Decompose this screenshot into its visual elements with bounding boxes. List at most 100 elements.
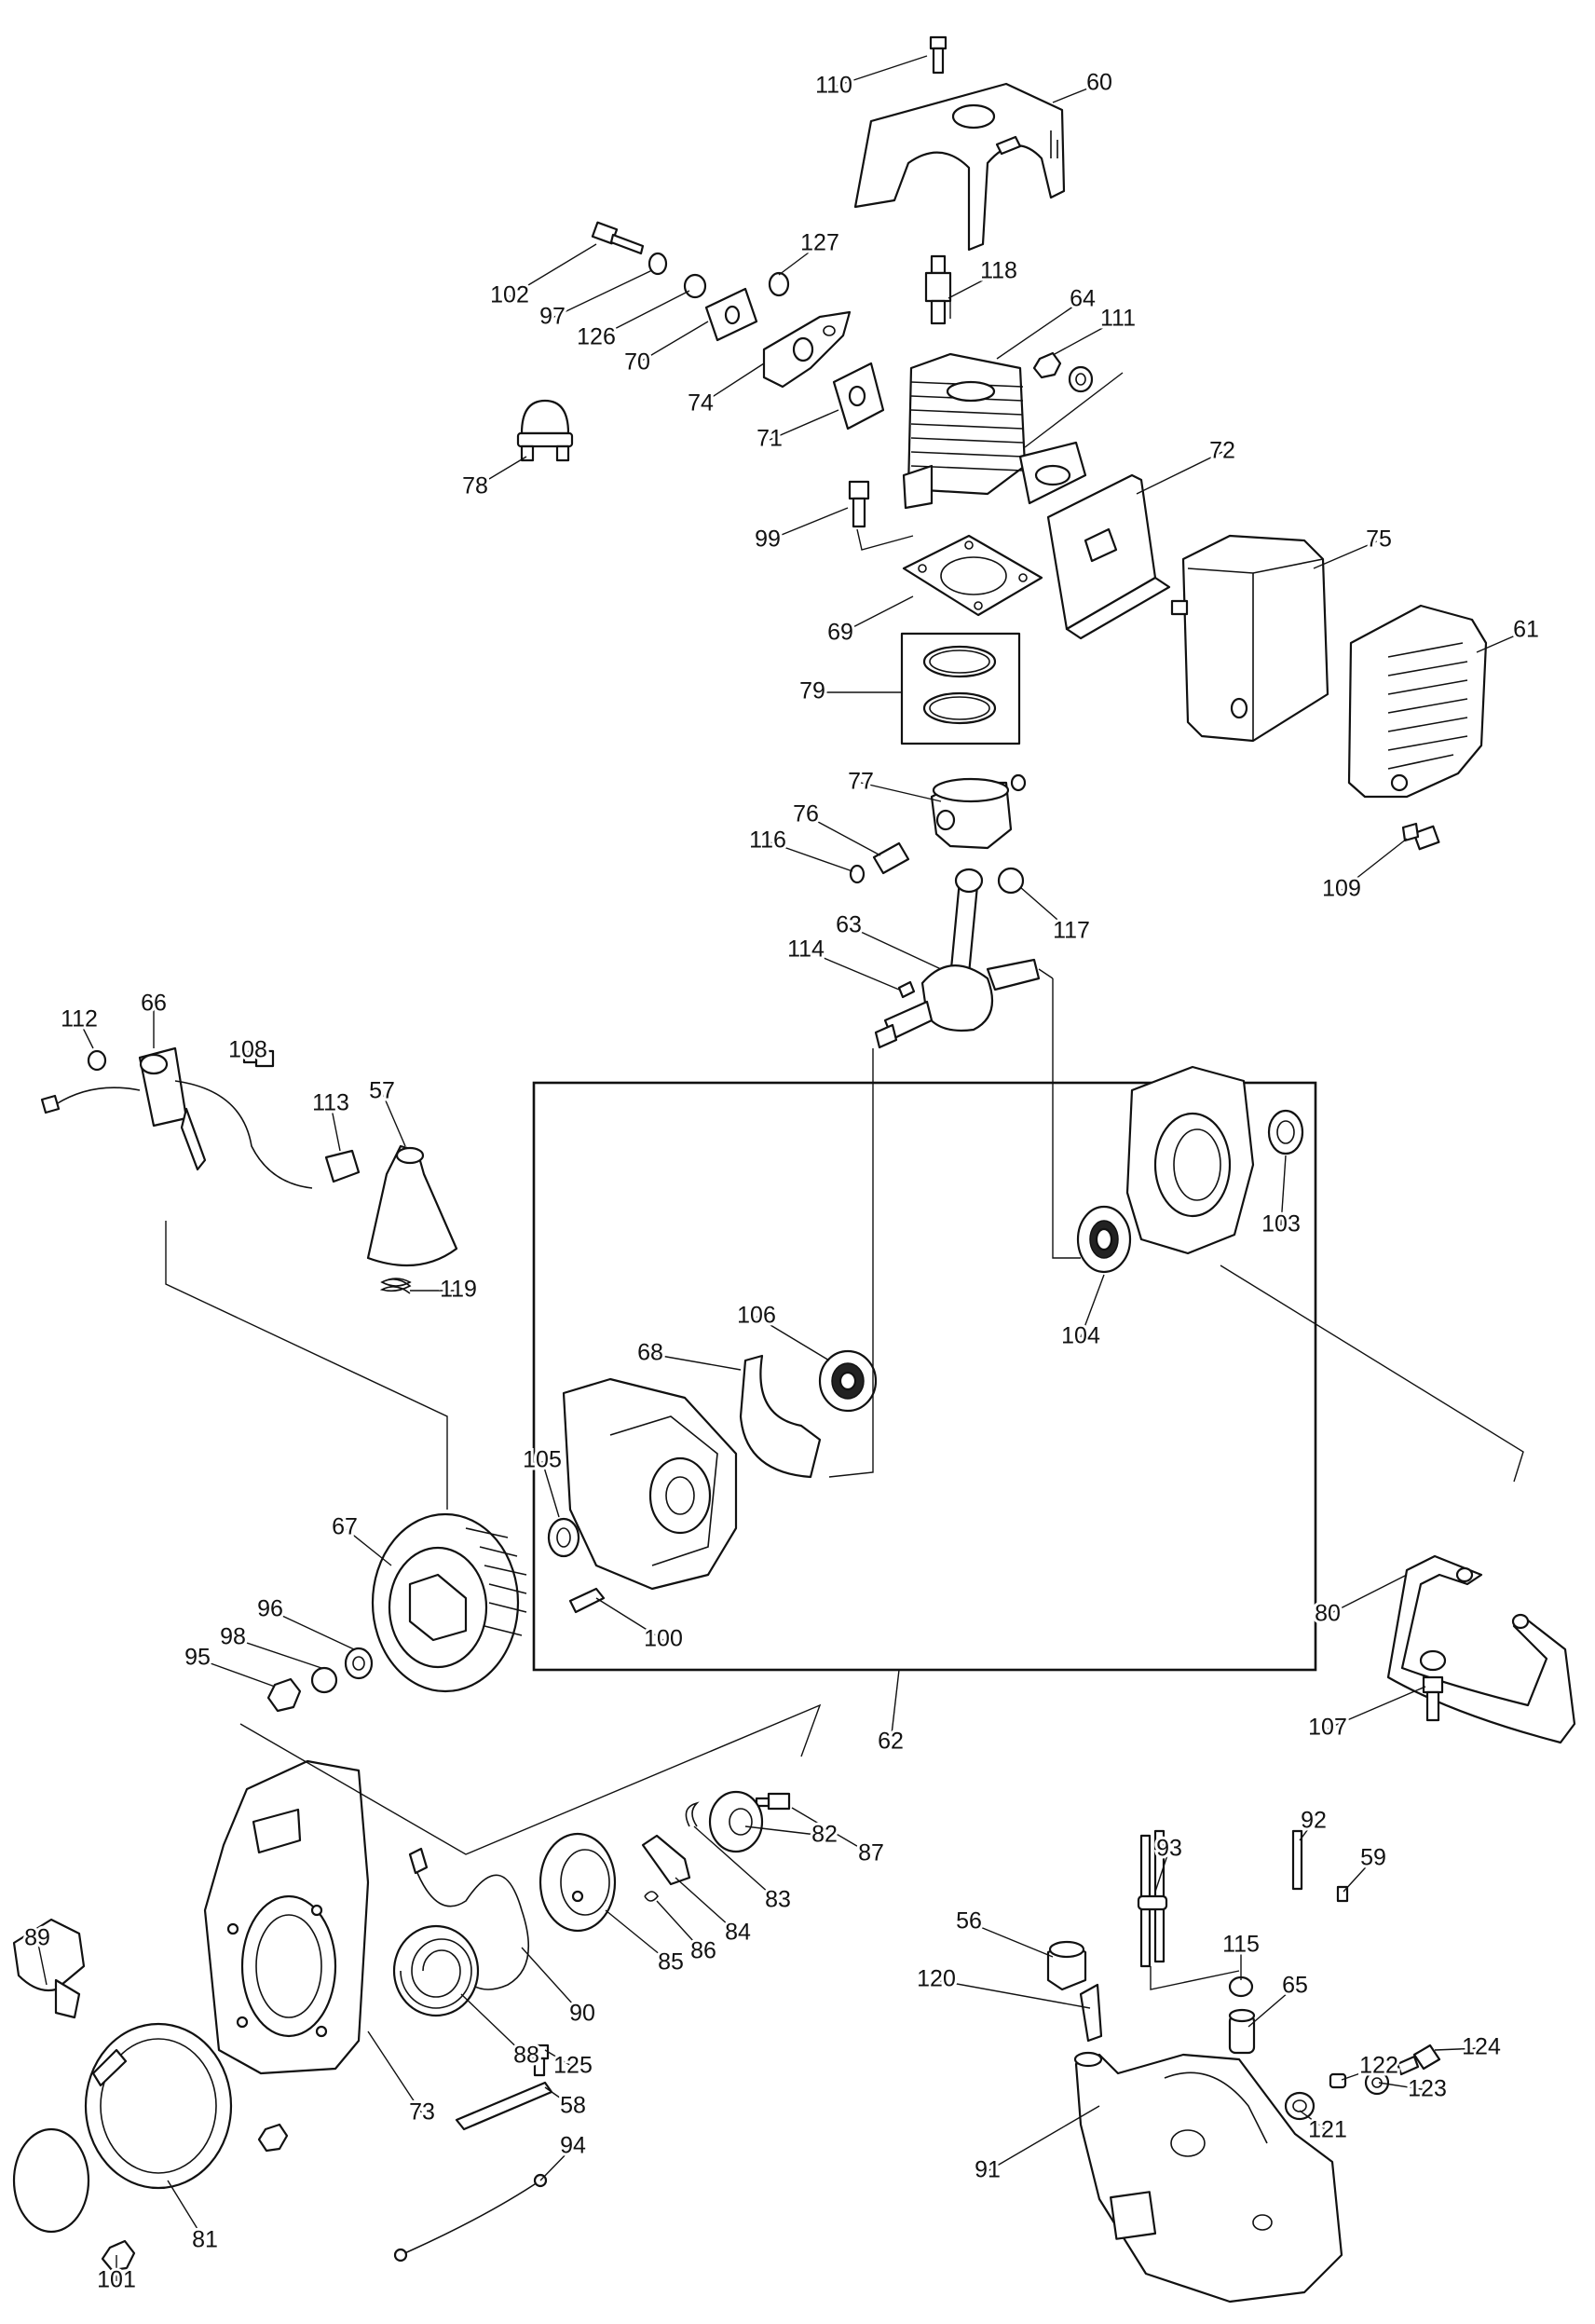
part-callout-94: 94 (560, 2133, 586, 2159)
part-callout-103: 103 (1261, 1211, 1301, 1237)
leader-line-78 (474, 456, 527, 488)
leader-line-84 (675, 1877, 739, 1934)
part-callout-110: 110 (815, 73, 852, 99)
part-callout-99: 99 (755, 526, 781, 553)
leader-line-70 (636, 321, 709, 364)
leader-line-105 (541, 1460, 560, 1518)
leader-line-60 (1052, 83, 1100, 103)
washer-126-drawing (683, 273, 707, 299)
screw-109-drawing (1401, 822, 1440, 851)
leader-line-106 (756, 1316, 830, 1361)
leader-line-127 (778, 243, 821, 276)
leader-line-112 (78, 1019, 94, 1049)
leader-line-99 (767, 507, 849, 541)
gasket-71-drawing (832, 362, 885, 431)
leader-line-75 (1313, 540, 1380, 569)
primer-bulb-78-drawing (516, 399, 574, 462)
leader-line-94 (539, 2146, 574, 2181)
piston-77-drawing (930, 773, 1027, 850)
leader-line-71 (769, 409, 839, 441)
gasket-69-drawing (902, 534, 1043, 617)
part-callout-68: 68 (637, 1340, 663, 1366)
part-callout-57: 57 (369, 1078, 395, 1104)
part-callout-106: 106 (737, 1303, 776, 1329)
leader-line-67 (344, 1527, 392, 1566)
spacer-122-drawing (1329, 2072, 1347, 2089)
cylinder-64-drawing (902, 352, 1087, 510)
part-callout-90: 90 (569, 2001, 595, 2027)
leader-line-86 (656, 1900, 704, 1953)
part-callout-95: 95 (184, 1645, 211, 1671)
part-callout-59: 59 (1360, 1845, 1386, 1871)
recoil-spring-88-drawing (392, 1924, 480, 2017)
leader-line-126 (595, 290, 690, 339)
ignition-coil-66-drawing (40, 1046, 313, 1189)
part-callout-74: 74 (688, 390, 714, 417)
part-callout-67: 67 (332, 1514, 358, 1540)
leader-line-69 (839, 595, 914, 635)
fuel-filter-65-drawing (1228, 2008, 1256, 2055)
leader-line-73 (367, 2030, 423, 2114)
piston-pin-76-drawing (872, 841, 910, 875)
part-callout-63: 63 (836, 912, 862, 938)
leader-line-89 (36, 1938, 48, 1986)
part-callout-92: 92 (1301, 1808, 1327, 1834)
part-callout-71: 71 (757, 426, 783, 452)
part-callout-114: 114 (787, 936, 825, 963)
leader-line-63 (848, 925, 942, 970)
nut-111-drawing (1032, 351, 1094, 393)
gasket-68-drawing (739, 1354, 822, 1479)
spark-plug-118-drawing (924, 254, 952, 325)
plug-cap-57-drawing (366, 1144, 458, 1267)
muffler-75-drawing (1170, 534, 1329, 743)
leader-line-74 (700, 362, 765, 405)
leader-line-123 (1378, 2082, 1428, 2091)
bushing-113-drawing (324, 1149, 361, 1183)
leader-line-58 (544, 2086, 574, 2108)
part-callout-75: 75 (1366, 526, 1392, 553)
crankshaft-63-drawing (874, 868, 1041, 1049)
part-callout-100: 100 (644, 1626, 683, 1652)
part-callout-124: 124 (1462, 2034, 1501, 2060)
bearing-106-drawing (818, 1349, 878, 1413)
gasket-70-drawing (704, 287, 758, 342)
strap-58-drawing (455, 2081, 553, 2131)
leader-line-116 (767, 841, 853, 872)
bolt-100-drawing (568, 1587, 606, 1614)
part-callout-111: 111 (1100, 306, 1136, 332)
bolt-110-drawing (929, 35, 947, 75)
leader-line-90 (521, 1947, 583, 2016)
part-callout-127: 127 (800, 230, 839, 256)
key-114-drawing (897, 980, 916, 999)
assembly-lines (165, 298, 1524, 1990)
leader-line-120 (935, 1979, 1091, 2009)
part-callout-69: 69 (827, 620, 853, 646)
leader-line-80 (1327, 1574, 1408, 1616)
part-callout-117: 117 (1053, 918, 1090, 944)
leader-line-88 (460, 1993, 527, 2057)
leader-line-93 (1154, 1849, 1170, 1893)
leader-line-118 (947, 271, 1000, 299)
leader-line-121 (1299, 2110, 1329, 2132)
part-callout-118: 118 (980, 258, 1017, 284)
part-callout-73: 73 (409, 2099, 435, 2126)
leader-line-98 (232, 1637, 322, 1669)
part-callout-112: 112 (61, 1006, 98, 1032)
leader-line-87 (791, 1807, 872, 1855)
part-callout-119: 119 (440, 1277, 477, 1303)
screw-101-drawing (101, 2123, 289, 2272)
washer-96-drawing (344, 1647, 374, 1680)
nut-112-drawing (87, 1049, 107, 1072)
part-callout-89: 89 (24, 1925, 50, 1951)
part-callout-66: 66 (141, 991, 167, 1017)
leader-line-97 (552, 269, 653, 319)
part-callout-120: 120 (917, 1966, 956, 1992)
clip-116-drawing (849, 864, 866, 884)
part-callout-109: 109 (1322, 876, 1361, 902)
spring-86-drawing (644, 1891, 659, 1902)
leader-line-113 (330, 1103, 341, 1152)
leader-line-62 (890, 1669, 900, 1743)
part-callout-113: 113 (312, 1090, 349, 1116)
ratchet-84-drawing (641, 1834, 691, 1886)
part-callout-104: 104 (1061, 1323, 1100, 1349)
